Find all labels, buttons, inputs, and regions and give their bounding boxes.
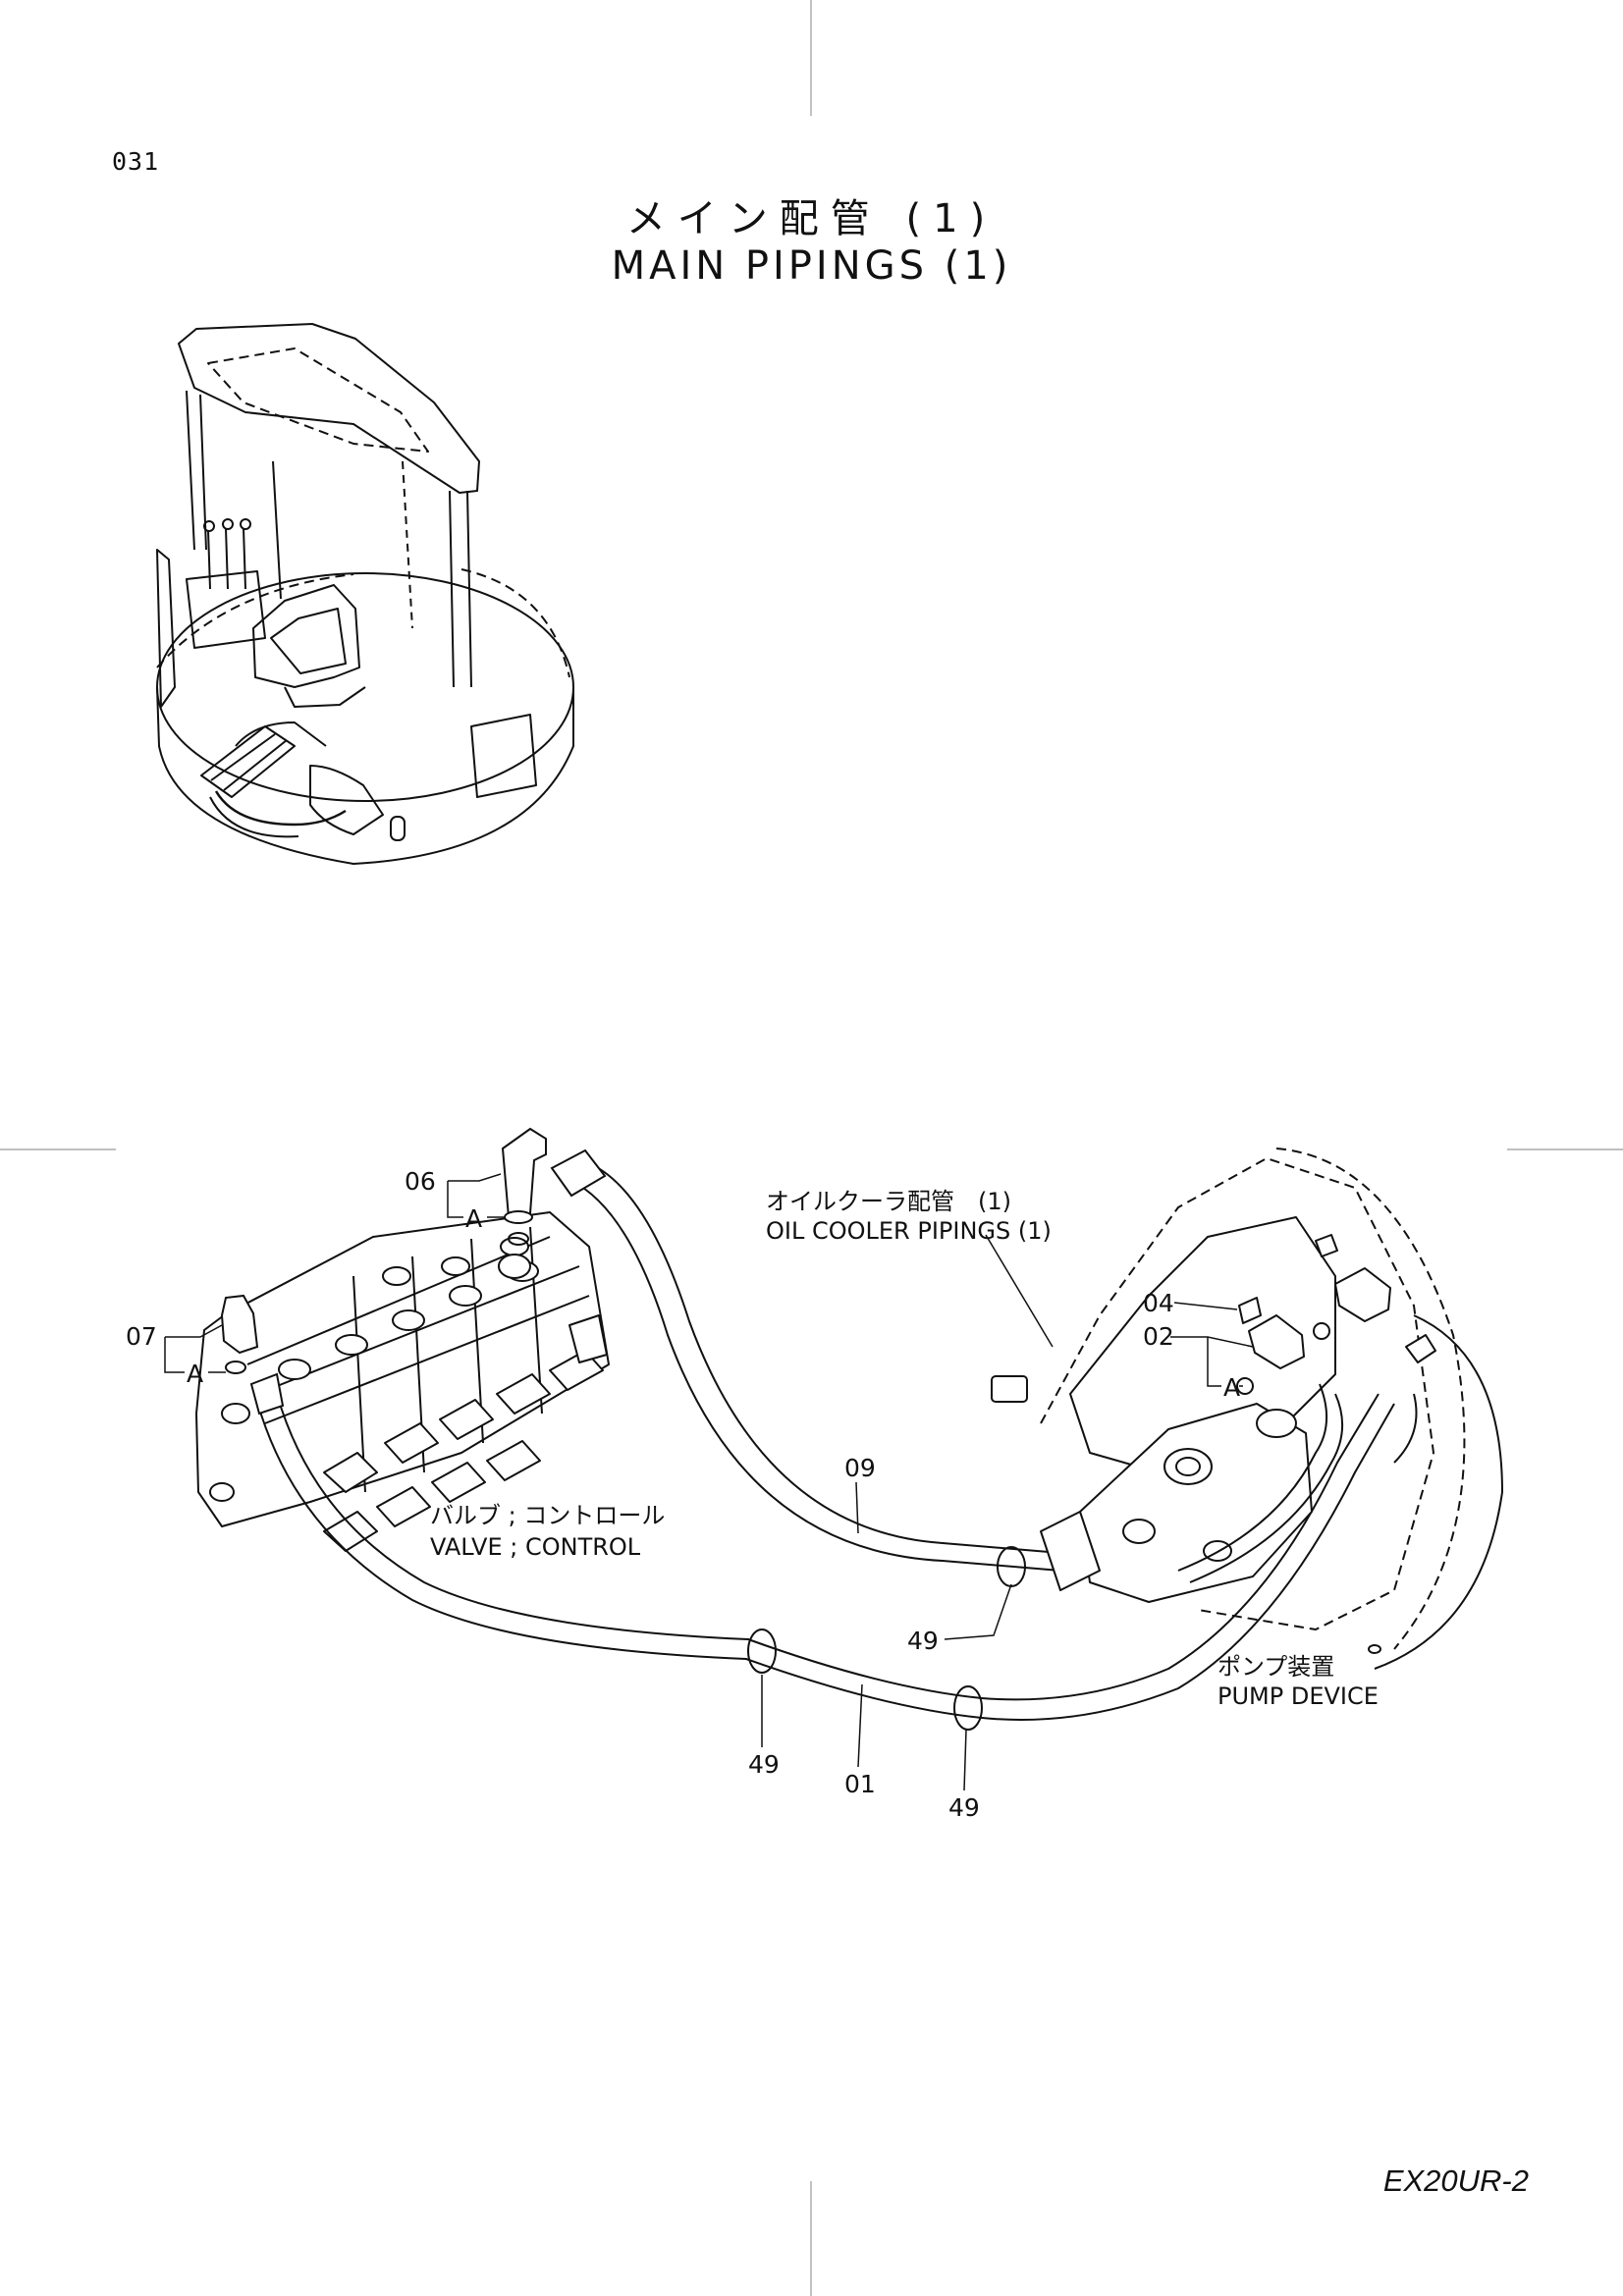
- page-title-english: MAIN PIPINGS (1): [611, 243, 1012, 289]
- oil-cooler-label-en: OIL COOLER PIPINGS (1): [766, 1217, 1052, 1245]
- callout-07: 07: [126, 1322, 157, 1351]
- callout-a-left: A: [187, 1360, 203, 1388]
- pump-device-label-en: PUMP DEVICE: [1217, 1682, 1379, 1710]
- fitting-06: [501, 1127, 547, 1246]
- leader-lines: [164, 1173, 1254, 1791]
- callout-06: 06: [405, 1167, 436, 1196]
- callout-49-left: 49: [748, 1750, 780, 1779]
- callout-a-top: A: [465, 1204, 482, 1233]
- component-labels: オイルクーラ配管 (1) OIL COOLER PIPINGS (1) バルブ …: [430, 1188, 1379, 1710]
- pump-device-drawing: [991, 1148, 1503, 1670]
- fitting-07: [220, 1294, 259, 1374]
- callout-49-right: 49: [907, 1627, 939, 1655]
- control-valve-label-ja: バルブ ; コントロール: [430, 1502, 665, 1529]
- control-valve-drawing: [195, 1211, 610, 1552]
- model-code: EX20UR-2: [1382, 2163, 1529, 2198]
- callout-04: 04: [1143, 1289, 1174, 1317]
- callout-02: 02: [1143, 1322, 1174, 1351]
- callout-49-bottom: 49: [948, 1793, 980, 1822]
- callout-labels: 06 A 07 A 04 02 A 09 49 49 01 49: [126, 1167, 1240, 1822]
- callout-a-right: A: [1223, 1373, 1240, 1402]
- page-number: 031: [112, 147, 160, 176]
- callout-01: 01: [844, 1770, 876, 1798]
- pump-device-label-ja: ポンプ装置: [1217, 1653, 1334, 1681]
- oil-cooler-label-ja: オイルクーラ配管 (1): [766, 1188, 1011, 1215]
- callout-09: 09: [844, 1454, 876, 1482]
- machine-overview-illustration: [156, 323, 574, 865]
- control-valve-label-en: VALVE ; CONTROL: [430, 1533, 641, 1561]
- page-title-japanese: メイン配管 (1): [625, 196, 998, 241]
